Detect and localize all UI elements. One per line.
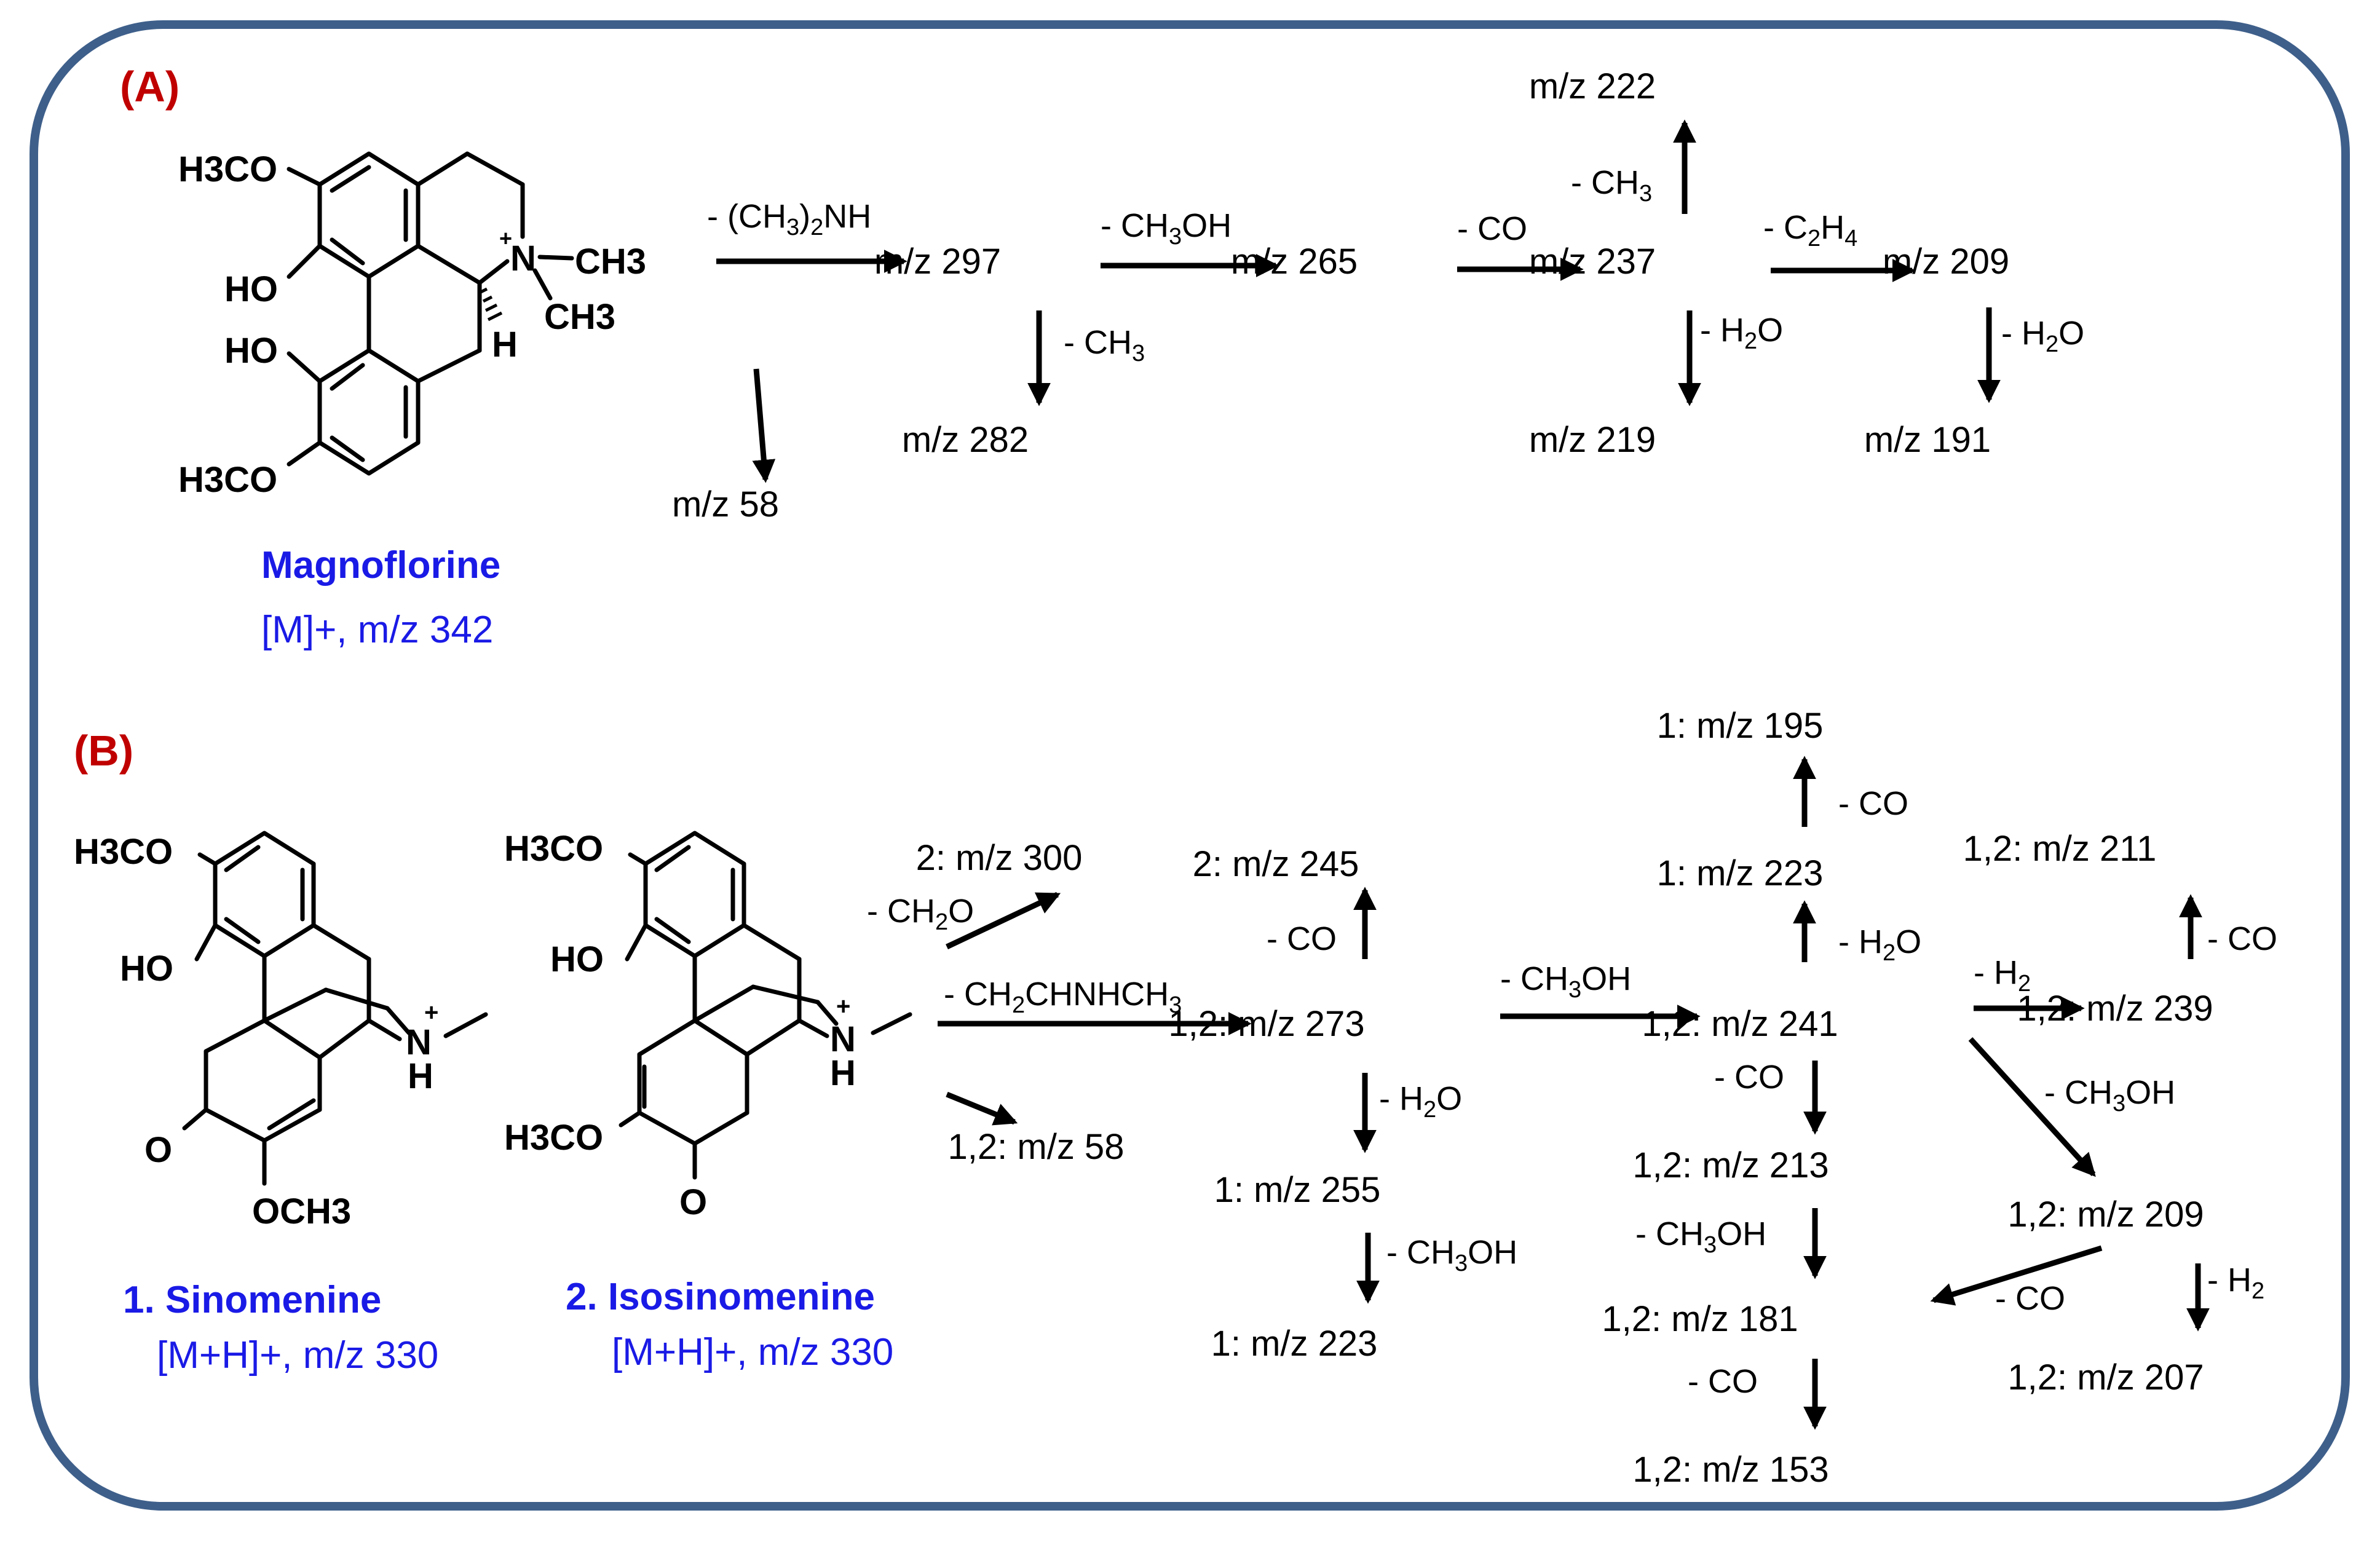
- fragment-node-a222: m/z 222: [1529, 66, 1656, 106]
- iso-o: O: [679, 1182, 707, 1222]
- fragment-node-b300: 2: m/z 300: [916, 838, 1083, 878]
- outer-frame: [30, 20, 2350, 1511]
- loss-label-l8: - H2​O: [2001, 315, 2084, 357]
- iso-h3co-bot: H3CO: [504, 1118, 603, 1158]
- fragment-node-a191: m/z 191: [1864, 420, 1991, 460]
- loss-label-l1: - (CH3​)2​NH: [707, 198, 871, 240]
- loss-label-l13: - CH3​OH: [1500, 960, 1631, 1003]
- mag-h3co-top: H3CO: [178, 149, 277, 189]
- loss-label-l3: - CH3​: [1064, 324, 1145, 366]
- loss-label-l15: - CO: [1838, 785, 1908, 822]
- loss-label-l17: - CO: [1714, 1059, 1784, 1096]
- mag-h: H: [492, 325, 518, 365]
- fragment-node-b209: 1,2: m/z 209: [2007, 1195, 2204, 1235]
- fragment-node-b255: 1: m/z 255: [1214, 1170, 1381, 1210]
- mag-ch3-b: CH3: [544, 297, 615, 337]
- sin-h3co: H3CO: [74, 832, 173, 872]
- fragment-node-b213: 1,2: m/z 213: [1632, 1145, 1828, 1185]
- sin-ho: HO: [120, 949, 173, 989]
- fragment-node-a237: m/z 237: [1529, 242, 1656, 282]
- loss-label-l4: - CO: [1457, 210, 1527, 247]
- fragmentation-arrow: [1968, 1037, 2096, 1177]
- fragment-node-b181: 1,2: m/z 181: [1602, 1299, 1798, 1339]
- fragment-node-b58: 1,2: m/z 58: [948, 1127, 1125, 1167]
- fragment-node-b153: 1,2: m/z 153: [1632, 1450, 1828, 1490]
- loss-label-l16: - H2​O: [1838, 923, 1921, 966]
- fragment-node-b211: 1,2: m/z 211: [1963, 829, 2157, 869]
- iso-charge: +: [836, 993, 850, 1020]
- loss-label-l9: - CH2​O: [867, 893, 974, 935]
- sin-o: O: [144, 1130, 172, 1170]
- mag-ch3-a: CH3: [575, 242, 646, 282]
- fragment-node-b207: 1,2: m/z 207: [2007, 1357, 2204, 1397]
- panel-label-a: (A): [120, 63, 180, 111]
- sin-och3: OCH3: [252, 1191, 351, 1231]
- loss-label-l7: - H2​O: [1700, 312, 1783, 354]
- loss-label-l18: - H2​: [1974, 954, 2031, 997]
- mag-ho-1: HO: [224, 269, 278, 309]
- loss-label-l6: - C2​H4​: [1763, 209, 1857, 251]
- fragment-node-b223a: 1: m/z 223: [1211, 1324, 1378, 1364]
- loss-label-l5: - CH3​: [1571, 164, 1652, 207]
- iso-ho: HO: [550, 939, 604, 979]
- fragment-node-a219: m/z 219: [1529, 420, 1656, 460]
- loss-label-l24: - CO: [1995, 1280, 2065, 1317]
- sin-n: N: [406, 1022, 432, 1062]
- magnoflorine-name: Magnoflorine: [261, 544, 500, 587]
- fragmentation-arrow: [752, 368, 776, 483]
- sinomenine-structure: [182, 831, 488, 1186]
- mag-n-charge: +: [499, 226, 512, 251]
- loss-label-l11: - CO: [1267, 920, 1337, 957]
- loss-label-l12: - H2​O: [1379, 1080, 1462, 1123]
- fragment-node-b195: 1: m/z 195: [1657, 706, 1824, 746]
- sin-charge: +: [424, 999, 438, 1026]
- fragment-node-b245: 2: m/z 245: [1193, 844, 1359, 884]
- fragment-node-b241: 1,2: m/z 241: [1642, 1004, 1838, 1044]
- fragment-node-b223b: 1: m/z 223: [1657, 853, 1824, 893]
- mag-ho-2: HO: [224, 331, 278, 371]
- loss-label-l19: - CO: [2207, 920, 2277, 957]
- loss-label-l2: - CH3​OH: [1101, 207, 1232, 250]
- sinomenine-name: 1. Sinomenine: [123, 1279, 381, 1321]
- fragmentation-arrow: [946, 1091, 1018, 1126]
- loss-label-l21: - CH3​OH: [1635, 1215, 1766, 1258]
- iso-h3co-top: H3CO: [504, 829, 603, 869]
- mag-h3co-bot: H3CO: [178, 460, 277, 500]
- sin-h: H: [408, 1056, 433, 1096]
- iso-h: H: [830, 1053, 856, 1093]
- fragmentation-arrow: [1930, 1245, 2103, 1306]
- loss-label-l23: - H2​: [2207, 1262, 2264, 1304]
- loss-label-l22: - CO: [1688, 1363, 1758, 1400]
- isosinomenine-name: 2. Isosinomenine: [566, 1276, 875, 1318]
- loss-label-l10: - CH2​CHNHCH3​: [944, 976, 1182, 1018]
- mag-n: N: [510, 239, 536, 279]
- fragment-node-a265: m/z 265: [1231, 242, 1358, 282]
- sinomenine-ion: [M+H]+, m/z 330: [157, 1334, 438, 1377]
- iso-n: N: [830, 1019, 856, 1059]
- isosinomenine-structure: [619, 831, 912, 1180]
- magnoflorine-structure: [287, 151, 574, 476]
- stereo-hash: [480, 287, 503, 322]
- fragment-node-a282: m/z 282: [902, 420, 1029, 460]
- loss-label-l14: - CH3​OH: [1386, 1234, 1517, 1276]
- fragment-node-a209: m/z 209: [1883, 242, 2009, 282]
- isosinomenine-ion: [M+H]+, m/z 330: [612, 1331, 893, 1373]
- loss-label-l20: - CH3​OH: [2044, 1074, 2175, 1116]
- fragmentation-arrow: [946, 891, 1061, 950]
- magnoflorine-ion: [M]+, m/z 342: [261, 609, 493, 651]
- panel-label-b: (B): [74, 727, 133, 775]
- fragment-node-a58: m/z 58: [672, 484, 779, 524]
